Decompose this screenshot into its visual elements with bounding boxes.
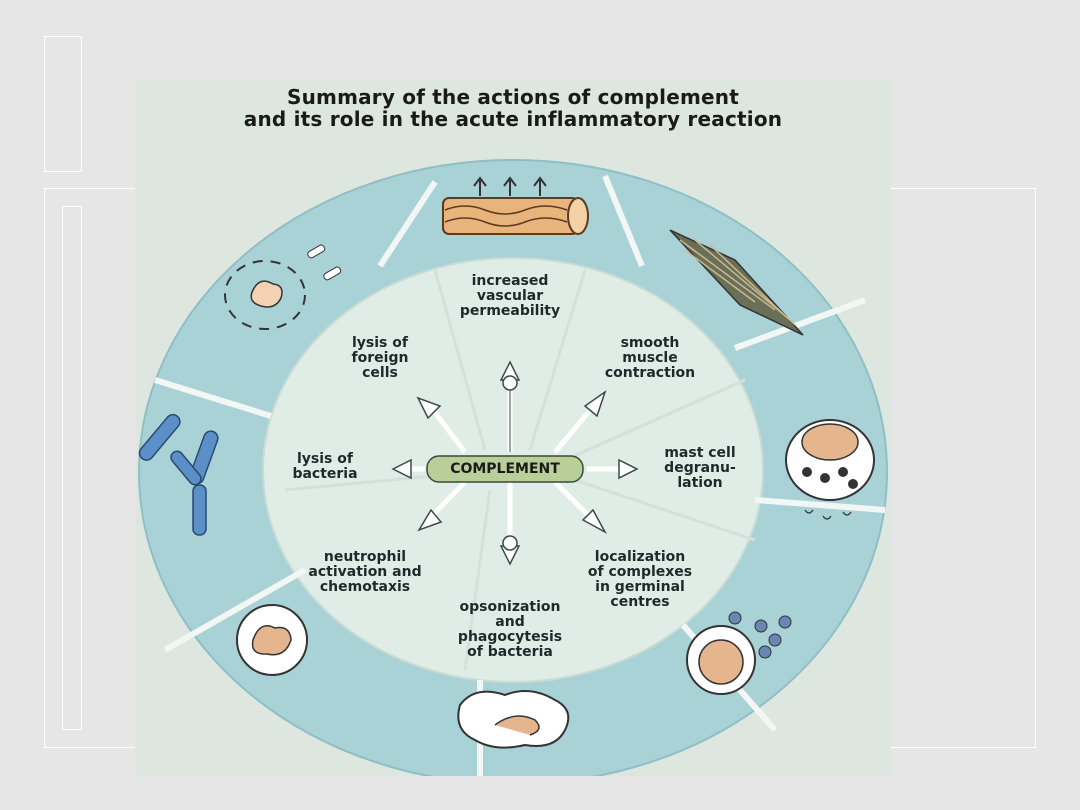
label-vascular-permeability: increased vascular permeability (435, 274, 585, 319)
label-line: increased (471, 273, 549, 289)
label-line: permeability (459, 303, 561, 319)
smooth-muscle-icon (669, 229, 804, 336)
label-line: foreign (351, 350, 409, 366)
complement-label: COMPLEMENT (450, 461, 560, 477)
frame-left-tall (44, 36, 82, 172)
label-line: mast cell (664, 445, 736, 461)
label-line: muscle (622, 350, 678, 366)
label-smooth-muscle: smooth muscle contraction (585, 336, 715, 381)
label-line: localization (594, 549, 686, 565)
label-line: cells (362, 365, 398, 381)
label-line: degranu- (664, 460, 736, 476)
lymphocyte-complex-icon (686, 611, 792, 695)
label-neutrophil: neutrophil activation and chemotaxis (285, 550, 445, 595)
diagram-title: Summary of the actions of complement and… (135, 86, 891, 130)
label-line: centres (610, 594, 670, 610)
label-line: lysis of (297, 451, 353, 467)
label-lysis-foreign: lysis of foreign cells (330, 336, 430, 381)
blood-vessel-icon (442, 176, 589, 235)
label-line: chemotaxis (319, 579, 411, 595)
label-line: smooth (620, 335, 680, 351)
title-line-1: Summary of the actions of complement (286, 85, 739, 109)
label-line: phagocytesis (457, 629, 563, 645)
label-line: opsonization (459, 599, 561, 615)
label-line: and (495, 614, 525, 630)
label-line: of bacteria (467, 644, 553, 660)
label-localization: localization of complexes in germinal ce… (565, 550, 715, 610)
complement-box (426, 455, 584, 483)
neutrophil-icon (236, 604, 308, 676)
diagram-panel: Summary of the actions of complement and… (135, 80, 891, 776)
title-line-2: and its role in the acute inflammatory r… (243, 107, 783, 131)
mast-cell-icon (785, 419, 875, 520)
label-line: bacteria (292, 466, 358, 482)
label-line: of complexes (587, 564, 693, 580)
frame-left-inner (62, 206, 82, 730)
label-line: neutrophil (323, 549, 407, 565)
label-line: in germinal (595, 579, 685, 595)
label-line: lysis of (352, 335, 408, 351)
inner-dividers (284, 269, 756, 671)
arrow-heads (391, 360, 639, 566)
label-opsonization: opsonization and phagocytesis of bacteri… (435, 600, 585, 660)
label-lysis-bacteria: lysis of bacteria (275, 452, 375, 482)
label-line: contraction (604, 365, 696, 381)
label-line: activation and (308, 564, 422, 580)
label-mast-cell: mast cell degranu- lation (645, 446, 755, 491)
phagocytosed-bacteria-icon (457, 690, 570, 749)
label-line: vascular (476, 288, 544, 304)
bacteria-icon (138, 413, 219, 536)
label-line: lation (677, 475, 723, 491)
complement-diagram (138, 159, 888, 776)
lysed-cell-icon (224, 244, 342, 330)
